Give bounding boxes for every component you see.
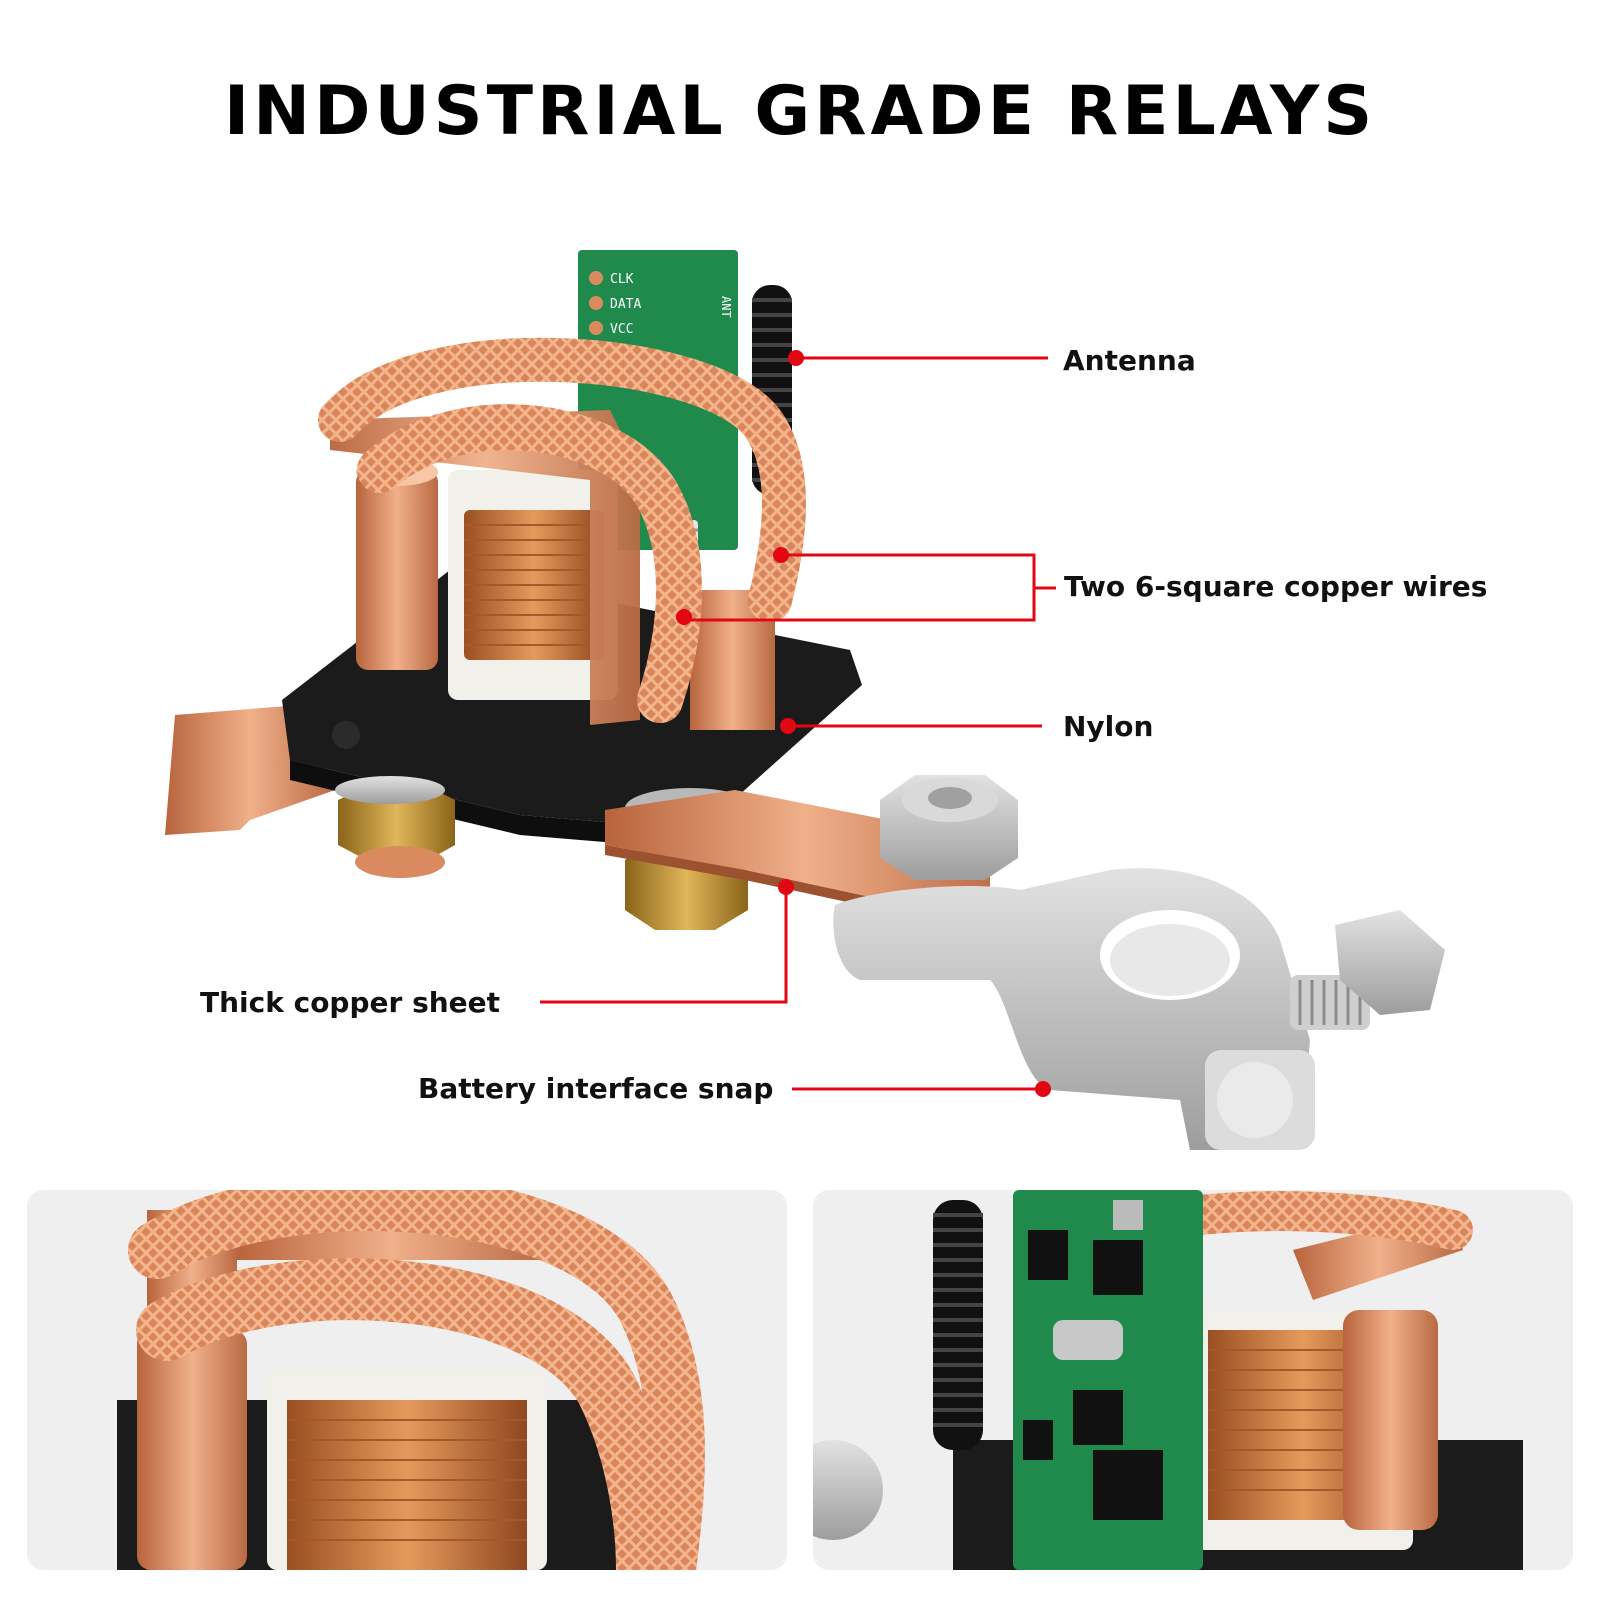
callout-nylon-label: Nylon <box>1063 710 1154 743</box>
pcb-pin-clk: CLK <box>610 272 634 287</box>
callout-battery-snap-pointer <box>792 1081 1051 1097</box>
callout-copper-sheet-pointer <box>540 879 794 1004</box>
pcb-pin-data: DATA <box>610 297 641 312</box>
hex-bolt <box>880 775 1018 880</box>
callout-copper-wires-pointer <box>676 547 1056 625</box>
callout-battery-snap-label: Battery interface snap <box>418 1072 774 1105</box>
callout-antenna-pointer <box>788 350 1048 366</box>
pcb-ant-label: ANT <box>719 296 733 318</box>
closeup-panel-left <box>27 1190 787 1570</box>
callout-copper-wires-label: Two 6-square copper wires <box>1064 570 1488 603</box>
page-title: INDUSTRIAL GRADE RELAYS <box>223 72 1377 151</box>
closeup-right-illustration <box>813 1190 1523 1570</box>
callout-antenna-label: Antenna <box>1063 344 1196 377</box>
callout-copper-sheet-label: Thick copper sheet <box>200 986 501 1019</box>
relay-product-illustration: CLK DATA VCC VSS ANT <box>165 250 1445 1150</box>
pcb-pin-vcc: VCC <box>610 322 633 337</box>
battery-terminal-clamp <box>833 868 1445 1150</box>
closeup-panel-right <box>813 1190 1573 1570</box>
relay-coil <box>448 470 618 700</box>
callout-nylon-pointer <box>780 718 1042 734</box>
braided-copper-wires <box>318 337 806 723</box>
closeup-left-illustration <box>117 1190 705 1570</box>
